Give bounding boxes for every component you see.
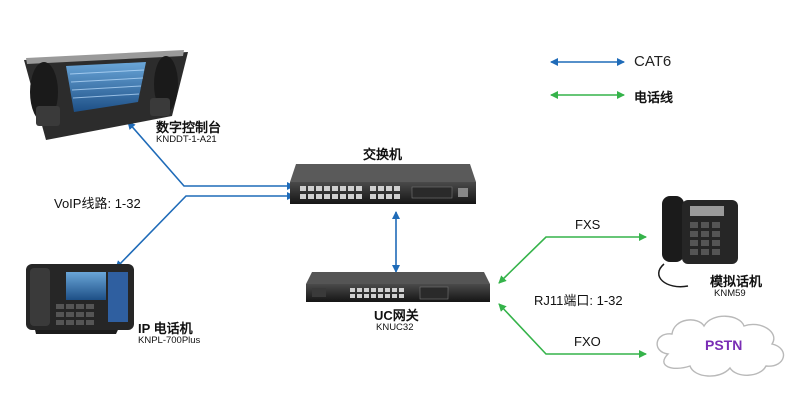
ip-phone-model: KNPL-700Plus [138,335,201,346]
gateway-fxo-link [498,303,647,358]
network-switch-icon [290,164,476,204]
fxs-label: FXS [575,217,601,232]
legend [550,58,625,99]
console-name: 数字控制台 [156,120,222,135]
rj11-ports-label: RJ11端口: 1-32 [534,293,623,308]
voip-lines-label: VoIP线路: 1-32 [54,196,141,211]
ip-phone-icon [26,264,134,334]
gateway-model: KNUC32 [376,322,414,333]
gateway-fxs-link [498,233,647,284]
fxo-label: FXO [574,334,601,349]
digital-console-icon [24,50,188,140]
legend-phone-line-label: 电话线 [634,90,674,105]
analog-phone-icon [658,196,738,288]
analog-phone-name: 模拟话机 [710,274,763,289]
ipphone-switch-link [115,192,295,269]
cloud-icon [656,315,784,377]
gateway-icon [306,272,490,302]
switch-name: 交换机 [363,147,403,162]
phone-links [498,233,647,358]
legend-cat6-label: CAT6 [634,53,672,70]
pstn-label: PSTN [705,337,743,353]
ip-phone-name: IP 电话机 [138,321,193,336]
gateway-name: UC网关 [374,308,419,323]
console-switch-link [127,121,295,190]
cat6-links [115,121,400,273]
console-model: KNDDT-1-A21 [156,134,217,145]
analog-phone-model: KNM59 [714,288,746,299]
